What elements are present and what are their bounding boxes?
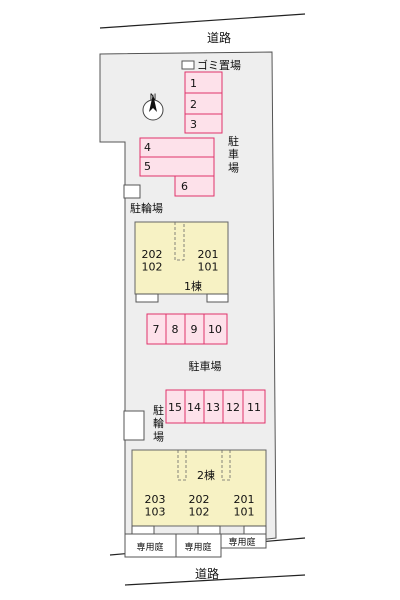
garden-label-3: 専用庭 bbox=[228, 536, 255, 548]
parking-space-11 bbox=[242, 389, 266, 424]
parking-label-3: 3 bbox=[190, 118, 197, 131]
parking-space-6 bbox=[174, 175, 215, 197]
parking-label-1: 1 bbox=[190, 77, 197, 90]
bike-area-mid bbox=[123, 410, 145, 441]
parking-group-mid bbox=[139, 137, 215, 197]
bike-mid-label: 駐輪場 bbox=[153, 403, 164, 443]
garbage-area bbox=[181, 60, 195, 70]
garden-label-1: 専用庭 bbox=[136, 541, 163, 553]
north-label: N bbox=[150, 93, 157, 103]
parking-label-5: 5 bbox=[144, 160, 151, 173]
parking-label-12: 12 bbox=[226, 401, 240, 414]
parking-group-top bbox=[184, 71, 223, 134]
parking-space-4 bbox=[139, 137, 215, 158]
north-arrow bbox=[142, 94, 164, 121]
parking-label-13: 13 bbox=[206, 401, 220, 414]
parking-label-11: 11 bbox=[247, 401, 261, 414]
bottom-road-edge-lower bbox=[124, 574, 306, 586]
parking-label-10: 10 bbox=[208, 323, 222, 336]
garden-label-2: 専用庭 bbox=[184, 541, 211, 553]
parking-space-5 bbox=[139, 156, 215, 177]
parking-label-6: 6 bbox=[181, 180, 188, 193]
building-1 bbox=[134, 221, 229, 303]
parking-label-7: 7 bbox=[153, 323, 160, 336]
top-road-edge bbox=[99, 13, 306, 29]
parking-space-3 bbox=[184, 113, 223, 134]
building2-name: 2棟 bbox=[197, 468, 215, 482]
parking-group-center bbox=[146, 313, 228, 345]
road-label-top: 道路 bbox=[207, 30, 231, 45]
parking-label-9: 9 bbox=[191, 323, 198, 336]
garden-3 bbox=[220, 533, 267, 549]
parking-group-lower bbox=[165, 389, 266, 424]
parking-label-4: 4 bbox=[144, 141, 151, 154]
bike-area-top bbox=[123, 184, 141, 199]
building1-name: 1棟 bbox=[184, 279, 202, 293]
parking-center-label: 駐車場 bbox=[189, 359, 222, 373]
parking-label-14: 14 bbox=[187, 401, 201, 414]
garbage-area-label: ゴミ置場 bbox=[197, 58, 241, 72]
bike-top-label: 駐輪場 bbox=[130, 201, 163, 215]
parking-label-8: 8 bbox=[172, 323, 179, 336]
road-label-bottom: 道路 bbox=[195, 566, 219, 581]
parking-space-10 bbox=[203, 313, 228, 345]
building-2 bbox=[131, 449, 267, 535]
parking-label-15: 15 bbox=[168, 401, 182, 414]
parking-label-2: 2 bbox=[190, 98, 197, 111]
gardens bbox=[124, 533, 267, 558]
parking-top-label: 駐車場 bbox=[228, 134, 239, 174]
